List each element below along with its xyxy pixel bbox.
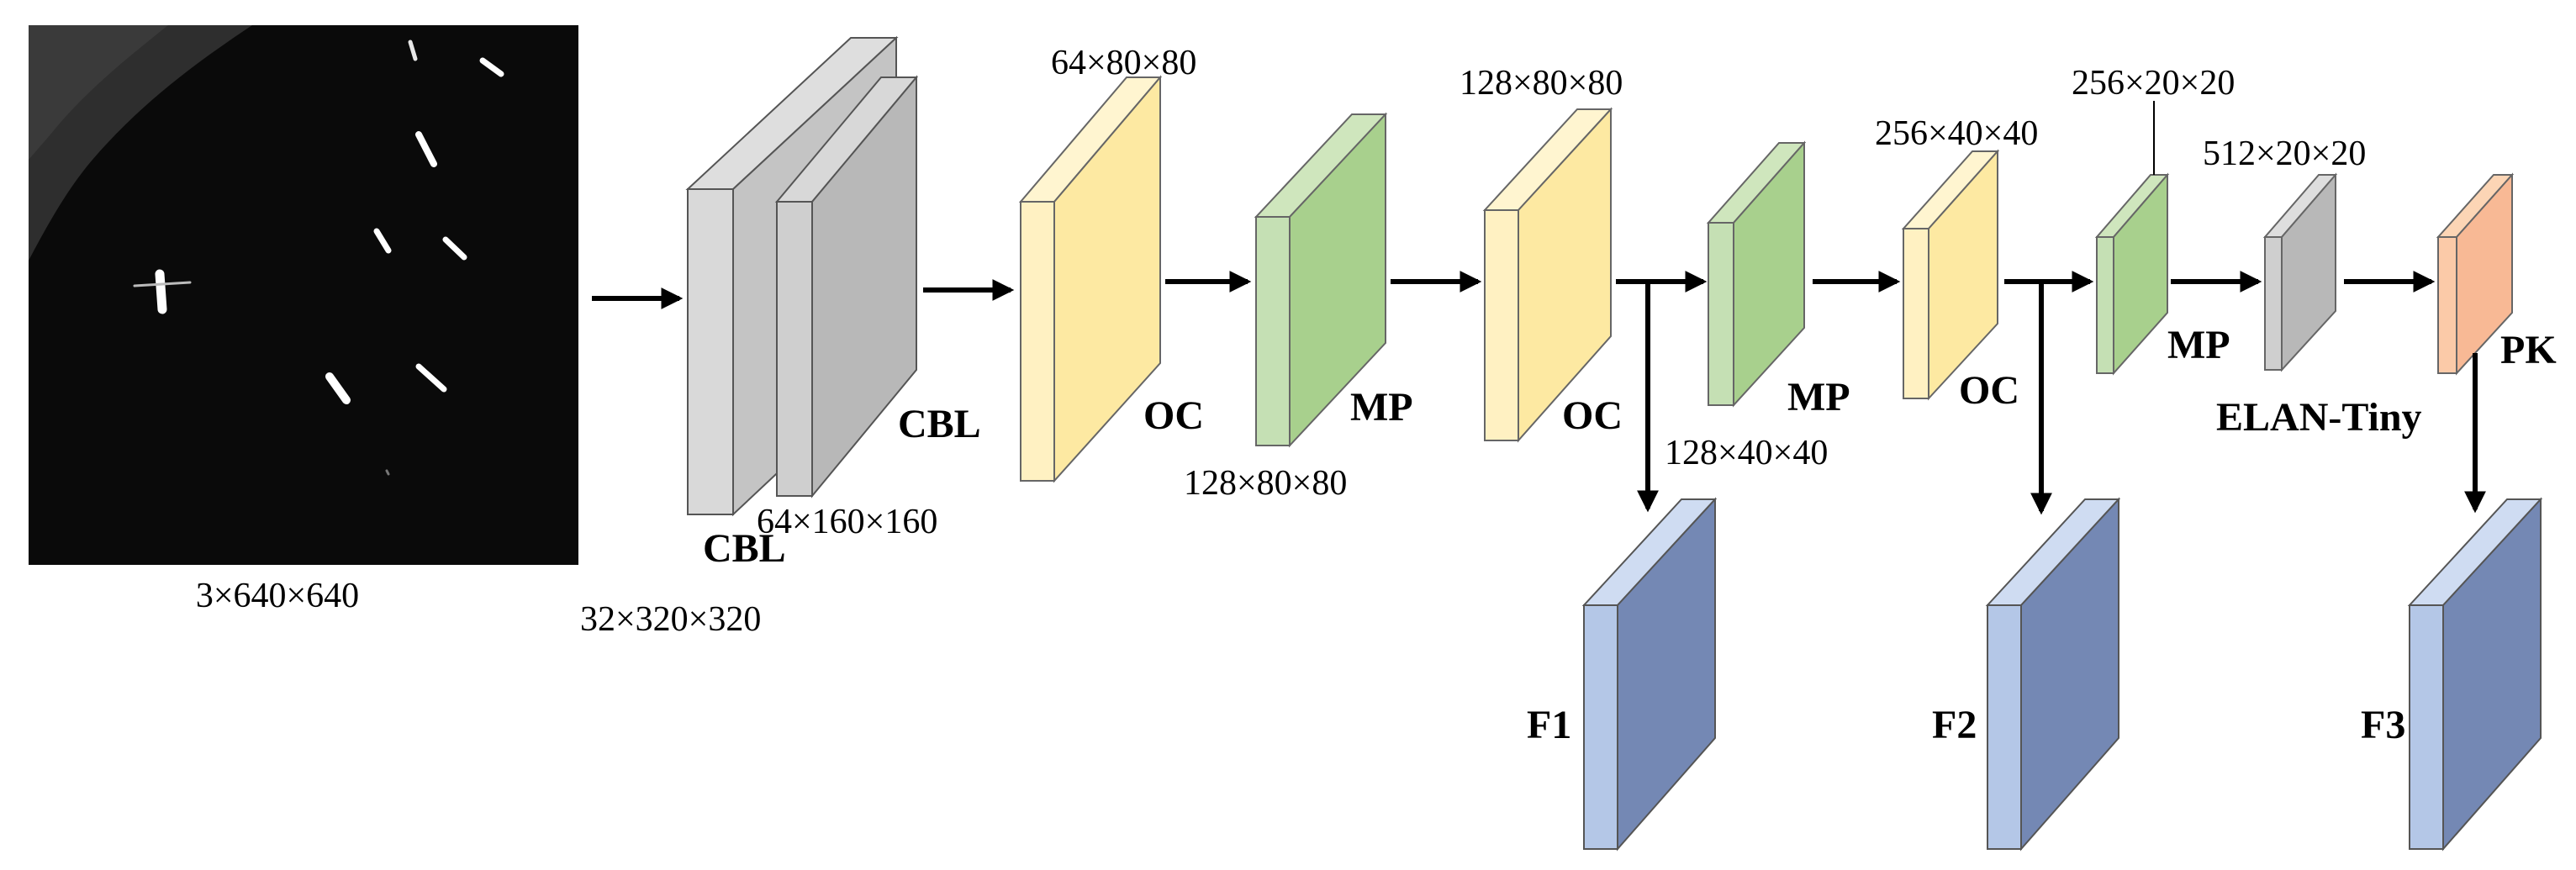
mp-label-2: MP	[1787, 375, 1850, 419]
oc-label-1: OC	[1143, 393, 1204, 438]
output-f2-label: F2	[1932, 703, 1977, 747]
oc-block-1	[1018, 75, 1163, 483]
cbl-block-2	[774, 75, 919, 498]
oc-block-3	[1901, 149, 2000, 401]
cbl-dims-2: 64×160×160	[757, 503, 937, 541]
elan-label: ELAN-Tiny	[2216, 395, 2422, 440]
oc-dims-1: 64×80×80	[1051, 44, 1196, 82]
mp-dims-2: 128×40×40	[1665, 434, 1828, 472]
cbl-label-1: CBL	[703, 526, 786, 571]
input-image	[29, 25, 578, 565]
mp-label-3: MP	[2167, 323, 2230, 367]
output-f1	[1581, 497, 1718, 852]
oc-dims-3: 256×40×40	[1875, 114, 2038, 153]
cbl-dims-1: 32×320×320	[580, 600, 761, 639]
oc-label-3: OC	[1959, 368, 2019, 413]
oc-label-2: OC	[1562, 393, 1623, 438]
mp-block-3	[2094, 172, 2170, 376]
output-f3-label: F3	[2361, 703, 2405, 747]
cbl-label-2: CBL	[898, 402, 981, 446]
mp-label-1: MP	[1350, 385, 1413, 430]
mp-block-1	[1254, 112, 1388, 448]
oc-dims-2: 128×80×80	[1460, 64, 1623, 103]
output-f2	[1985, 497, 2121, 852]
output-f3	[2407, 497, 2543, 852]
elan-dims: 512×20×20	[2203, 134, 2366, 173]
mp-block-2	[1706, 140, 1807, 408]
input-dims: 3×640×640	[196, 577, 359, 615]
elan-tiny-block	[2262, 172, 2338, 372]
oc-block-2	[1482, 107, 1613, 443]
pk-label: PK	[2500, 328, 2557, 372]
pk-block	[2436, 172, 2515, 376]
mp-dims-1: 128×80×80	[1184, 464, 1347, 503]
mp-dims-3: 256×20×20	[2072, 64, 2235, 103]
output-f1-label: F1	[1527, 703, 1571, 747]
